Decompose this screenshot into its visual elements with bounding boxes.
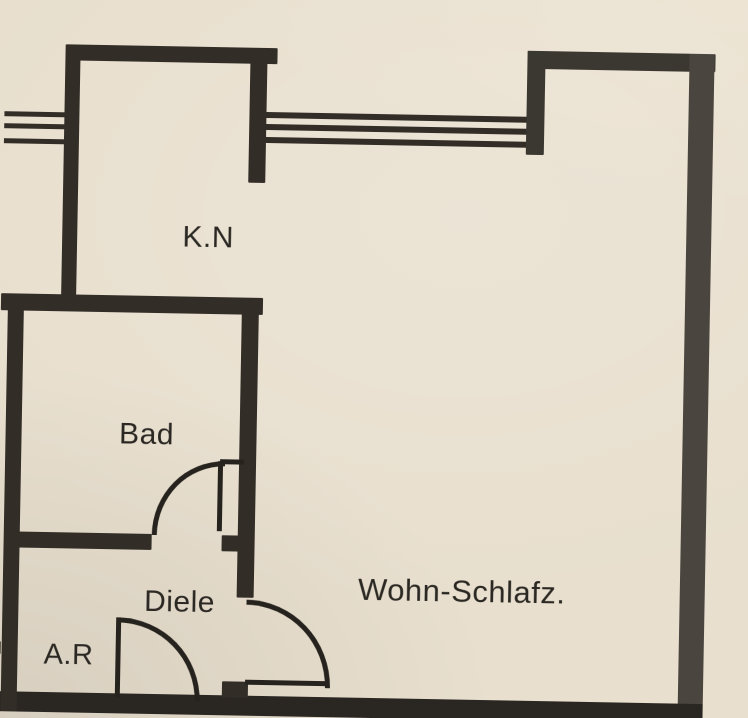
window-left-line-outer bbox=[4, 111, 67, 118]
wohn-door-arc bbox=[244, 599, 332, 689]
entry-door-arc bbox=[116, 617, 202, 702]
wall-wohn-top bbox=[527, 50, 716, 73]
wall-kn-top bbox=[72, 44, 278, 65]
window-left-line-middle bbox=[4, 123, 67, 130]
wall-bad-wohn bbox=[236, 297, 260, 598]
wall-kn-right-upper bbox=[248, 47, 268, 183]
room-label-wohn: Wohn-Schlafz. bbox=[357, 571, 566, 611]
wall-right-exterior bbox=[677, 53, 715, 718]
room-label-diele: Diele bbox=[143, 584, 216, 620]
window-symbol-left bbox=[3, 0, 748, 145]
bad-door-arc bbox=[151, 459, 226, 537]
window-top-line-inner bbox=[265, 136, 527, 148]
wall-kn-left bbox=[60, 44, 81, 303]
wall-left-exterior bbox=[0, 293, 25, 712]
wall-kn-bottom bbox=[0, 293, 264, 315]
window-left-line-inner bbox=[3, 138, 66, 145]
window-symbol-top bbox=[7, 0, 748, 148]
window-top-line-middle bbox=[266, 123, 527, 135]
room-label-ar: A.R bbox=[43, 638, 94, 672]
wall-bad-bottom bbox=[3, 531, 152, 550]
wall-bad-door-stub bbox=[221, 535, 255, 552]
window-top-line-outer bbox=[266, 111, 527, 123]
room-label-bad: Bad bbox=[118, 417, 175, 452]
room-label-kn: K.N bbox=[182, 220, 235, 255]
wall-bottom-exterior bbox=[0, 691, 703, 718]
